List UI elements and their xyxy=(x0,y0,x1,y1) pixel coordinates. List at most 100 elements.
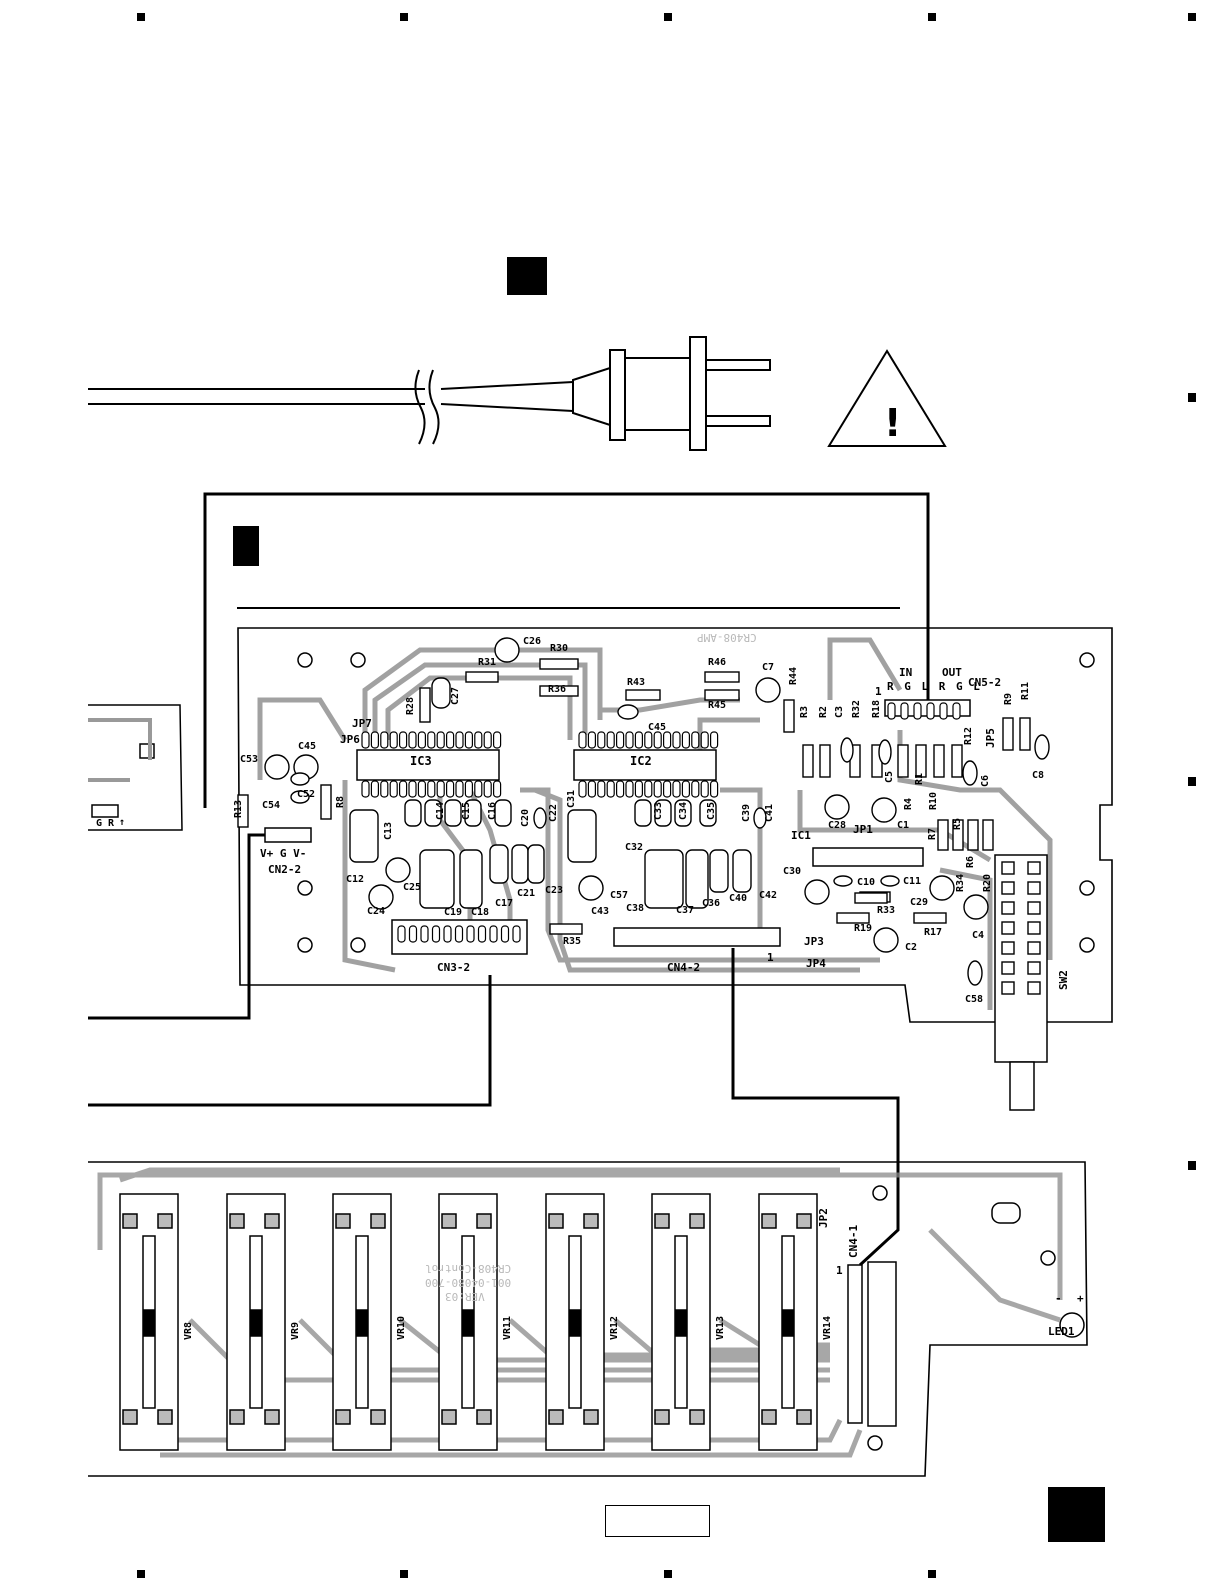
slider-pad xyxy=(229,1409,245,1425)
control-trace xyxy=(97,1172,1063,1300)
slider-pad xyxy=(583,1213,599,1229)
component-label-c25: C25 xyxy=(403,882,422,893)
frame-wire xyxy=(203,492,930,808)
ic3-pin xyxy=(464,731,473,749)
ic3-pin xyxy=(417,780,426,798)
cn3-2-pin xyxy=(397,925,406,943)
ic2-pin xyxy=(625,780,634,798)
control-trace xyxy=(928,1228,1061,1323)
component-label-r1: R1 xyxy=(914,772,925,785)
ic3-pin xyxy=(370,731,379,749)
registration-marks xyxy=(137,13,1196,1578)
mounting-hole xyxy=(297,652,313,668)
slider-pad xyxy=(264,1409,280,1425)
capacitor-c18 xyxy=(459,849,483,909)
resistor-r13 xyxy=(237,794,249,828)
resistor-r31 xyxy=(465,671,499,683)
capacitor-c14 xyxy=(424,799,442,827)
page-tab-marker xyxy=(1048,1487,1105,1542)
mounting-hole xyxy=(350,937,366,953)
component-label-r44: R44 xyxy=(788,666,799,685)
component-label-c13: C13 xyxy=(383,821,394,840)
capacitor-c21 xyxy=(511,844,529,884)
component-label-c58: C58 xyxy=(965,994,984,1005)
cn3-2-pin xyxy=(500,925,510,943)
component-label-r30: R30 xyxy=(550,643,569,654)
component-label-c18: C18 xyxy=(471,907,490,918)
component-label-r12: R12 xyxy=(963,726,974,745)
component-label-c19: C19 xyxy=(444,907,463,918)
ic3-pin xyxy=(427,731,436,749)
slider-label-vr8: VR8 xyxy=(183,1321,194,1340)
ic3-pin xyxy=(474,731,483,749)
pcb-trace xyxy=(797,790,992,863)
component-label-r32: R32 xyxy=(851,699,862,718)
slider-pad xyxy=(229,1213,245,1229)
capacitor-c29 xyxy=(854,892,888,904)
ic3-pin xyxy=(408,780,417,798)
ic2-label: IC2 xyxy=(630,754,652,768)
component-label-c12: C12 xyxy=(346,874,365,885)
ic3-pin xyxy=(361,731,370,749)
capacitor-c28 xyxy=(824,794,850,820)
sw2-pad xyxy=(1027,981,1041,995)
ic3-pin xyxy=(389,731,398,749)
slider-pad xyxy=(370,1409,386,1425)
slider-pad xyxy=(583,1409,599,1425)
pcb-trace xyxy=(827,637,903,700)
slider-pad xyxy=(689,1409,705,1425)
ic2-pin xyxy=(606,780,615,798)
ic3-body xyxy=(356,749,500,781)
component-label-c27: C27 xyxy=(450,686,461,705)
control-hole xyxy=(867,1435,883,1451)
component-label-c30: C30 xyxy=(783,866,802,877)
pcb-trace xyxy=(697,717,760,750)
cn3-2-pin xyxy=(454,925,464,943)
cn5-2-out: OUT xyxy=(942,666,962,679)
component-label-r20: R20 xyxy=(982,873,993,892)
page-number-box xyxy=(605,1505,710,1537)
sw2-pad xyxy=(1001,921,1015,935)
slider-vr9-knob xyxy=(250,1309,262,1337)
resistor-r30 xyxy=(539,658,579,670)
slider-label-vr11: VR11 xyxy=(502,1315,513,1340)
component-label-c38: C38 xyxy=(626,903,645,914)
capacitor-c3 xyxy=(840,737,854,763)
mounting-hole xyxy=(350,652,366,668)
component-label-r45: R45 xyxy=(708,700,727,711)
jp7-label: JP7 xyxy=(352,717,372,730)
capacitor-c16 xyxy=(464,799,482,827)
resistor-r10 xyxy=(933,744,945,778)
component-label-c57: C57 xyxy=(610,890,629,901)
resistor-r2 xyxy=(819,744,831,778)
cn3-2-pin xyxy=(443,925,452,943)
ic2-pin xyxy=(681,731,691,749)
sw2-label: SW2 xyxy=(1057,970,1070,990)
slider-vr10-knob xyxy=(356,1309,368,1337)
pcb-trace xyxy=(720,787,763,930)
component-label-r43: R43 xyxy=(627,677,646,688)
pcb-trace xyxy=(534,787,860,973)
component-label-c41: C41 xyxy=(764,803,775,822)
cn5-2-pin xyxy=(939,702,948,720)
component-label-c11: C11 xyxy=(903,876,922,887)
capacitor-c11 xyxy=(880,875,900,887)
component-label-c7: C7 xyxy=(762,662,775,673)
slider-vr14-knob xyxy=(782,1309,794,1337)
component-label-r31: R31 xyxy=(478,657,497,668)
resistor-r9 xyxy=(1002,717,1014,751)
pcb-trace xyxy=(372,662,588,740)
slider-pad xyxy=(441,1213,457,1229)
slider-pad xyxy=(761,1213,777,1229)
control-slot xyxy=(991,1202,1021,1224)
component-label-r13: R13 xyxy=(233,799,244,818)
component-label-r2: R2 xyxy=(818,705,829,718)
led1-plus: + xyxy=(1077,1292,1084,1305)
ic2-pin xyxy=(644,780,653,798)
component-label-r18: R18 xyxy=(871,699,882,718)
component-label-r28: R28 xyxy=(405,696,416,715)
component-label-c35: C35 xyxy=(706,801,717,820)
mounting-hole xyxy=(1079,937,1095,953)
component-label-c42: C42 xyxy=(759,890,778,901)
ic2-pin xyxy=(634,780,644,798)
